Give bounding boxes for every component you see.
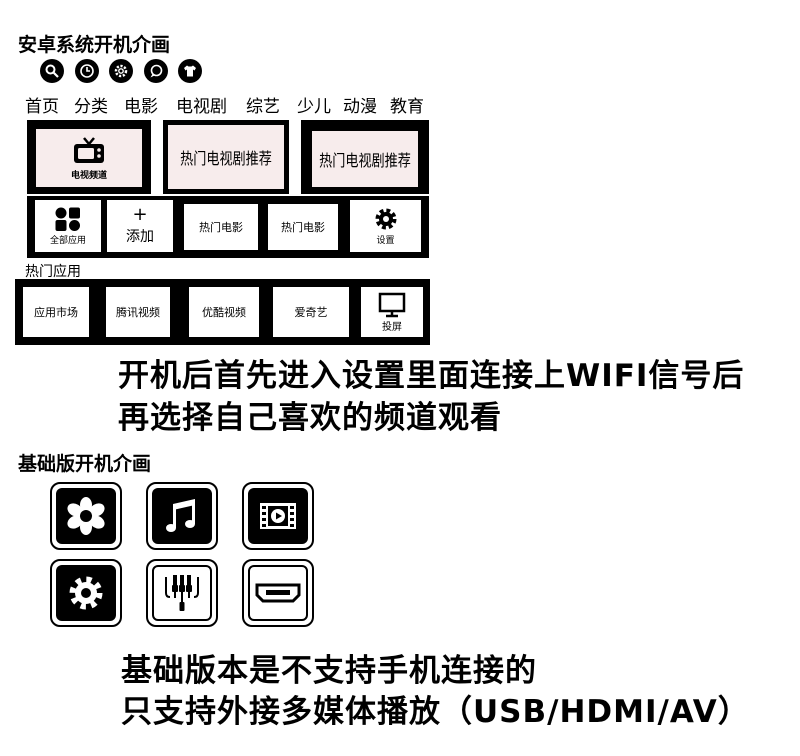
tile-label: 热门电视剧推荐	[180, 149, 272, 168]
tile-hot-tv-recommend[interactable]: 热门电视剧推荐	[163, 120, 289, 194]
android-caption-line1: 开机后首先进入设置里面连接上WIFI信号后	[118, 358, 745, 394]
tile-label: 电视频道	[70, 170, 107, 181]
basic-tile-hdmi[interactable]	[242, 559, 314, 627]
av-cable-icon	[165, 575, 199, 611]
tile-label: 热门电影	[281, 221, 325, 234]
video-film-icon	[260, 503, 296, 529]
tile-label: 热门电视剧推荐	[319, 151, 411, 170]
tile-label: 设置	[376, 235, 395, 246]
nav-item-education[interactable]: 教育	[390, 97, 424, 117]
search-icon[interactable]	[40, 59, 64, 83]
basic-tile-music[interactable]	[146, 482, 218, 550]
gear-icon	[69, 576, 103, 610]
plus-icon: +	[132, 204, 148, 225]
tile-youku-video[interactable]: 优酷视频	[189, 287, 259, 337]
tile-label: 热门电影	[199, 221, 243, 234]
clock-icon[interactable]	[75, 59, 99, 83]
basic-tile-settings[interactable]	[50, 559, 122, 627]
hot-apps-title: 热门应用	[25, 264, 81, 280]
tile-tencent-video[interactable]: 腾讯视频	[106, 287, 170, 337]
hdmi-port-icon	[255, 583, 301, 603]
chat-icon[interactable]	[144, 59, 168, 83]
basic-tile-av[interactable]	[146, 559, 218, 627]
tile-settings[interactable]: 设置	[350, 200, 421, 252]
tile-iqiyi[interactable]: 爱奇艺	[273, 287, 349, 337]
flower-icon	[67, 497, 105, 535]
music-note-icon	[166, 499, 195, 532]
tile-label: 优酷视频	[202, 306, 246, 319]
tile-add[interactable]: + 添加	[107, 200, 173, 252]
nav-item-anime[interactable]: 动漫	[343, 97, 377, 117]
nav-item-kids[interactable]: 少儿	[297, 97, 331, 117]
tile-label: 全部应用	[49, 236, 86, 246]
basic-tile-video[interactable]	[242, 482, 314, 550]
basic-caption-line1: 基础版本是不支持手机连接的	[121, 653, 537, 689]
tile-hot-movie-2[interactable]: 热门电影	[268, 204, 338, 250]
tile-all-apps[interactable]: 全部应用	[35, 200, 101, 252]
nav-item-movie[interactable]: 电影	[124, 97, 158, 117]
tile-tv-channel[interactable]: 电视频道	[27, 120, 151, 194]
nav-item-home[interactable]: 首页	[25, 97, 59, 117]
tile-label: 爱奇艺	[294, 306, 328, 319]
gear-icon	[375, 208, 396, 229]
shirt-icon[interactable]	[178, 59, 202, 83]
tv-icon	[74, 136, 104, 163]
apps-grid-icon	[55, 207, 80, 231]
nav-item-tv-series[interactable]: 电视剧	[176, 97, 227, 117]
android-caption-line2: 再选择自己喜欢的频道观看	[118, 400, 502, 436]
tile-label: 应用市场	[34, 306, 78, 319]
tile-hot-movie[interactable]: 热门电影	[184, 204, 258, 250]
nav-item-category[interactable]: 分类	[74, 97, 108, 117]
tile-app-market[interactable]: 应用市场	[23, 287, 89, 337]
basic-title: 基础版开机介画	[18, 453, 152, 475]
tile-label: 投屏	[382, 321, 402, 333]
gear-icon[interactable]	[109, 59, 133, 83]
tile-label: 腾讯视频	[116, 306, 160, 319]
android-title: 安卓系统开机介画	[18, 34, 171, 56]
basic-caption-line2: 只支持外接多媒体播放（USB/HDMI/AV）	[121, 694, 750, 730]
cast-screen-icon	[378, 292, 406, 317]
tile-label: 添加	[126, 229, 154, 245]
tile-screen-cast[interactable]: 投屏	[361, 287, 423, 337]
tile-hot-tv-recommend-2[interactable]: 热门电视剧推荐	[301, 120, 429, 194]
basic-tile-flower[interactable]	[50, 482, 122, 550]
nav-item-variety[interactable]: 综艺	[246, 97, 280, 117]
